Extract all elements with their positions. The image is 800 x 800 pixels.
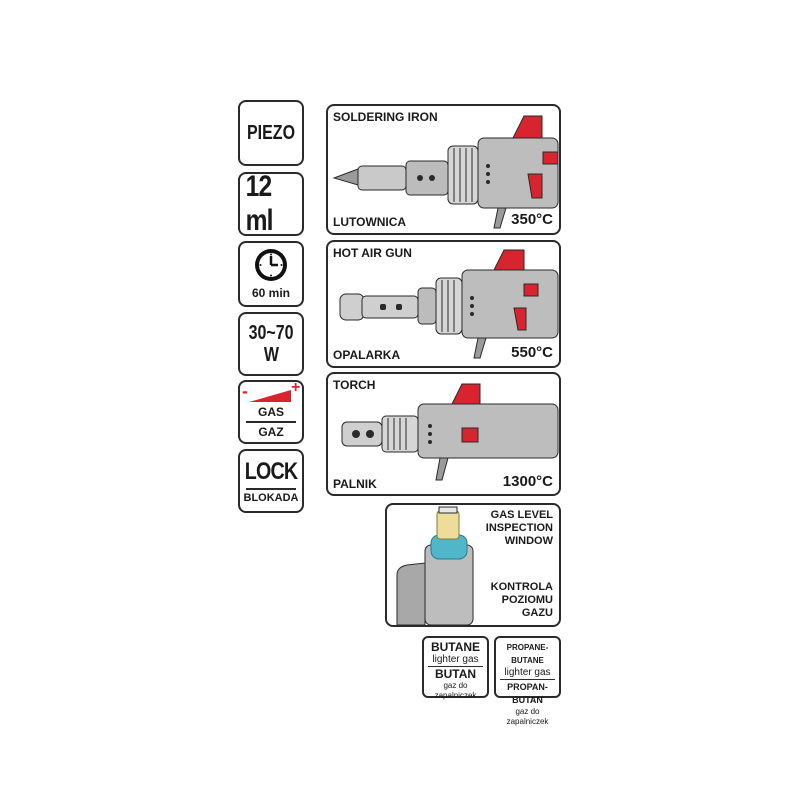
gas-plus-sign: + xyxy=(291,379,301,396)
hot-air-gun-illustration xyxy=(339,249,559,359)
lock-label-pl: BLOKADA xyxy=(243,492,299,504)
gas-window-text-pl: KONTROLA POZIOMU GAZU xyxy=(491,581,553,620)
mode-panel-soldering-iron: SOLDERING IRON LUTOWNICA 350°C xyxy=(326,104,561,235)
mode-subtitle: LUTOWNICA xyxy=(333,215,407,229)
torch-illustration xyxy=(341,383,559,481)
mode-panel-torch: TORCH PALNIK 1300°C xyxy=(326,372,561,496)
mode-title: HOT AIR GUN xyxy=(333,246,412,260)
mode-subtitle: OPALARKA xyxy=(333,348,401,362)
runtime-badge: 60 min xyxy=(238,241,304,307)
gas-window-line: GAS LEVEL xyxy=(490,509,553,521)
piezo-badge: PIEZO xyxy=(238,100,304,166)
capacity-label: 12 ml xyxy=(245,170,274,237)
lock-divider xyxy=(246,488,296,490)
power-unit-label: W xyxy=(263,344,279,366)
clock-icon xyxy=(255,249,287,281)
fuel-name-pl: PROPAN-BUTAN xyxy=(507,682,548,705)
mode-temperature: 1300°C xyxy=(502,473,553,490)
runtime-label: 60 min xyxy=(251,286,290,300)
power-range-label: 30~70 xyxy=(248,322,294,344)
gas-label-pl: GAZ xyxy=(258,425,284,439)
fuel-divider xyxy=(500,679,555,680)
gas-window-text-en: GAS LEVEL INSPECTION WINDOW xyxy=(486,509,553,548)
gas-window-line: GAZU xyxy=(521,607,553,619)
mode-title: TORCH xyxy=(333,378,376,392)
gas-window-line: KONTROLA xyxy=(490,581,553,593)
gas-minus-sign: - xyxy=(242,381,248,401)
gas-control-badge: - + GAS GAZ xyxy=(238,379,304,444)
fuel-desc: lighter gas xyxy=(432,654,479,665)
fuel-desc: lighter gas xyxy=(504,667,551,678)
gas-window-panel: GAS LEVEL INSPECTION WINDOW KONTROLA POZ… xyxy=(385,503,561,627)
mode-temperature: 350°C xyxy=(511,211,553,228)
fuel-butane-box: BUTANE lighter gas BUTAN gaz do zapalnic… xyxy=(422,636,489,700)
gas-ramp-icon xyxy=(249,390,291,402)
fuel-desc-pl: gaz do zapalniczek xyxy=(506,707,549,726)
mode-panel-hot-air-gun: HOT AIR GUN OPALARKA 550°C xyxy=(326,240,561,368)
lock-label-en: LOCK xyxy=(244,458,298,485)
power-badge: 30~70 W xyxy=(238,312,304,376)
gas-divider xyxy=(246,421,296,423)
gas-label-en: GAS xyxy=(257,405,284,419)
fuel-divider xyxy=(428,666,483,667)
mode-subtitle: PALNIK xyxy=(333,477,377,491)
mode-temperature: 550°C xyxy=(511,344,553,361)
fuel-desc-pl: gaz do zapalniczek xyxy=(434,681,477,700)
gas-tank-illustration xyxy=(396,506,474,626)
fuel-name: BUTANE xyxy=(430,640,481,654)
gas-window-line: WINDOW xyxy=(504,535,553,547)
fuel-name-pl: BUTAN xyxy=(434,667,477,681)
gas-window-line: INSPECTION xyxy=(485,522,553,534)
soldering-iron-illustration xyxy=(332,115,559,229)
capacity-badge: 12 ml xyxy=(238,170,304,237)
fuel-name: PROPANE-BUTANE xyxy=(506,643,549,665)
mode-title: SOLDERING IRON xyxy=(333,110,438,124)
gas-window-line: POZIOMU xyxy=(501,594,553,606)
lock-badge: LOCK BLOKADA xyxy=(238,449,304,513)
piezo-label: PIEZO xyxy=(246,121,295,144)
fuel-propane-butane-box: PROPANE-BUTANE lighter gas PROPAN-BUTAN … xyxy=(494,636,561,726)
